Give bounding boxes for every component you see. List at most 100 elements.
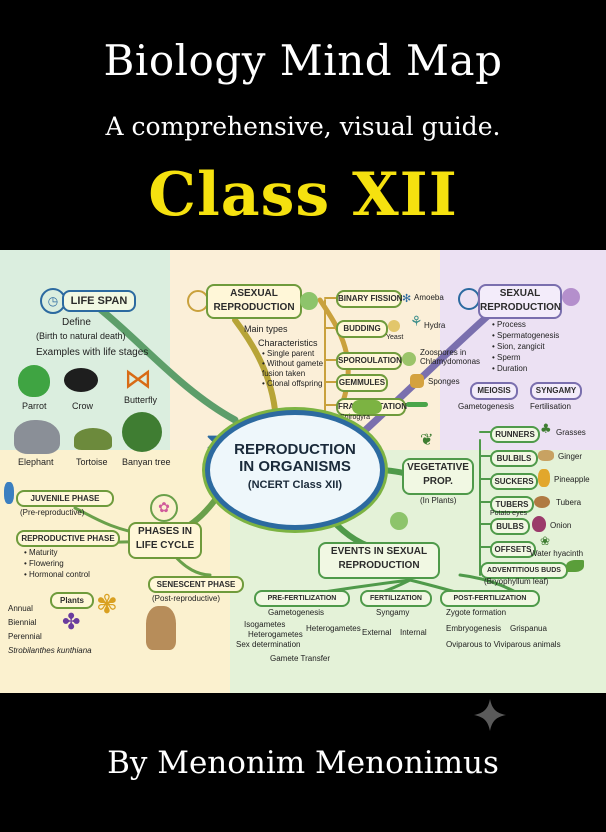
fertilization-label: FERTILIZATION	[370, 595, 422, 602]
central-title-2: IN ORGANISMS	[239, 458, 351, 475]
reproductive-note-3: • Hormonal control	[24, 570, 90, 579]
fert-item-1: Syngamy	[376, 608, 410, 617]
plant-type-strobilanthes: Strobilanthes kunthiana	[8, 646, 92, 655]
dried-plant-icon	[146, 606, 176, 650]
budding-example: Hydra	[424, 321, 446, 330]
egg-cell-icon	[562, 288, 580, 306]
tubers-label: TUBERS	[495, 500, 529, 509]
hydra-icon: ⚘	[410, 314, 423, 330]
page-title: Biology Mind Map	[103, 36, 503, 85]
central-subtitle: (NCERT Class XII)	[247, 479, 343, 491]
asexual-char-1: • Single parent	[262, 349, 315, 358]
tortoise-icon	[74, 428, 112, 450]
gemmules-example: Sponges	[428, 377, 460, 386]
banyan-tree-icon	[122, 412, 162, 452]
pineapple-icon	[538, 469, 550, 487]
budding-box: BUDDING	[336, 320, 388, 338]
flower-icon: ✿	[150, 494, 178, 522]
bulbs-box: BULBS	[490, 518, 530, 535]
plant-type-annual: Annual	[8, 604, 33, 613]
gemmules-label: GEMMULES	[338, 378, 386, 387]
sexual-item-4: • Sperm	[492, 353, 521, 362]
pre-item-3: Heterogametes	[248, 630, 303, 639]
reproductive-phase-label: REPRODUCTIVE PHASE	[21, 534, 115, 543]
plant-type-biennial: Biennial	[8, 618, 37, 627]
sparkle-icon	[474, 699, 506, 731]
title-banner: Biology Mind Map A comprehensive, visual…	[0, 0, 606, 250]
meiosis-label: MEIOSIS	[477, 386, 511, 395]
life-span-examples: Examples with life stages	[36, 347, 149, 358]
pre-fertilization-box: PRE-FERTILIZATION	[254, 590, 350, 607]
animal-label-parrot: Parrot	[22, 401, 47, 411]
post-fertilization-box: POST-FERTILIZATION	[440, 590, 540, 607]
asexual-characteristics: Characteristics	[258, 338, 318, 348]
sexual-title-1: SEXUAL	[499, 288, 541, 299]
vegetative-box: VEGETATIVE PROP.	[402, 458, 474, 495]
author-line: By Menonim Menonimus	[107, 745, 499, 781]
gemmules-box: GEMMULES	[336, 374, 388, 392]
syngamy-box: SYNGAMY	[530, 382, 582, 400]
elephant-icon	[14, 420, 60, 454]
tubers-example: Potato eyes	[490, 510, 527, 517]
class-label: Class XII	[148, 160, 458, 230]
life-span-title: LIFE SPAN	[70, 295, 128, 307]
binary-fission-box: BINARY FISSION	[336, 290, 402, 308]
animal-label-elephant: Elephant	[18, 457, 54, 467]
animal-label-banyan: Banyan tree	[122, 457, 171, 467]
post-item-extra: Grispanua	[510, 624, 547, 633]
offsets-example: Water hyacinth	[530, 549, 584, 558]
parrot-icon	[18, 365, 50, 397]
fert-item-2: External	[362, 628, 392, 637]
tubers-note: Tubera	[556, 498, 582, 507]
yeast-note: Yeast	[386, 334, 404, 341]
bulbs-example: Onion	[550, 521, 572, 530]
asexual-title-2: REPRODUCTION	[213, 302, 295, 313]
animal-label-butterfly: Butterfly	[124, 395, 158, 405]
adventitious-buds-label: ADVENTITIOUS BUDS	[487, 567, 561, 574]
juvenile-phase-box: JUVENILE PHASE	[16, 490, 114, 507]
bulbs-label: BULBS	[496, 522, 524, 531]
runners-box: RUNNERS	[490, 426, 540, 443]
sexual-item-3: • Sion, zangicit	[492, 342, 545, 351]
sexual-item-1: • Process	[492, 320, 526, 329]
budding-label: BUDDING	[343, 324, 381, 333]
asexual-main-types: Main types	[244, 324, 288, 334]
spore-icon	[402, 352, 416, 366]
post-item-2: Embryogenesis	[446, 624, 502, 633]
bryophyllum-leaf-icon	[566, 560, 584, 572]
butterfly-icon: ⋈	[124, 362, 152, 395]
events-title-2: REPRODUCTION	[338, 560, 420, 571]
vegetative-note: (In Plants)	[420, 496, 457, 505]
plants-box: Plants	[50, 592, 94, 609]
events-title-1: EVENTS IN SEXUAL	[330, 546, 428, 557]
binary-fission-example: Amoeba	[414, 293, 444, 302]
juvenile-phase-note: (Pre-reproductive)	[20, 508, 85, 517]
sporulation-example: Zoospores in Chlamydomonas	[420, 348, 481, 367]
syngamy-note: Fertilisation	[530, 402, 571, 411]
fertilization-box: FERTILIZATION	[360, 590, 432, 607]
sporulation-label: SPOROULATION	[338, 356, 402, 365]
senescent-phase-note: (Post-reproductive)	[152, 594, 221, 603]
pre-fertilization-label: PRE-FERTILIZATION	[267, 595, 337, 602]
suckers-label: SUCKERS	[494, 477, 534, 486]
ginger-icon	[538, 450, 554, 461]
sponge-icon	[410, 374, 424, 388]
offsets-box: OFFSETS	[490, 541, 536, 558]
asexual-char-4: • Clonal offspring	[262, 379, 323, 388]
asexual-char-3: fusion taken	[262, 369, 306, 378]
bulbils-example: Ginger	[558, 452, 583, 461]
fragmentation-example: Spirogyra	[340, 414, 370, 421]
offsets-label: OFFSETS	[494, 545, 532, 554]
life-span-define-note: (Birth to natural death)	[36, 331, 126, 341]
water-hyacinth-icon: ❀	[540, 534, 551, 548]
life-span-define: Define	[62, 317, 91, 328]
purple-flower-icon: ✤	[62, 610, 81, 635]
animal-label-crow: Crow	[72, 401, 94, 411]
bulbils-label: BULBILS	[496, 454, 532, 463]
life-span-box: LIFE SPAN	[62, 290, 136, 312]
spirogyra-icon	[406, 402, 428, 407]
plant-type-perennial: Perennial	[8, 632, 42, 641]
sexual-item-2: • Spermatogenesis	[492, 331, 560, 340]
reproductive-note-2: • Flowering	[24, 559, 64, 568]
